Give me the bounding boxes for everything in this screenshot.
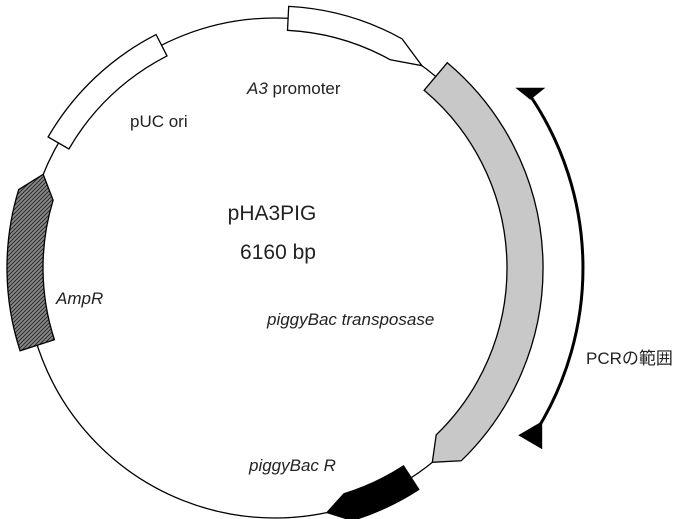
pcr-range-arc	[529, 94, 585, 432]
plasmid-name: pHA3PIG	[228, 202, 317, 225]
puc-ori-label: pUC ori	[130, 112, 188, 131]
piggybac-transposase-arrow	[423, 61, 544, 463]
a3-promoter-arrow	[286, 5, 424, 67]
plasmid-size: 6160 bp	[240, 241, 316, 264]
a3-promoter-label: A3 promoter	[246, 79, 341, 98]
piggybac-r-arrow	[325, 465, 420, 519]
puc-ori-box	[47, 33, 168, 150]
piggybac-r-label: piggyBac R	[248, 456, 336, 475]
piggybac-transposase-label: piggyBac transposase	[266, 310, 434, 329]
ampr-label: AmpR	[55, 289, 103, 308]
pcr-range-label: PCRの範囲	[586, 349, 673, 368]
ampr-arrow	[6, 173, 56, 352]
pcr-range-start-marker-icon	[515, 87, 546, 100]
pcr-range-end-marker-icon	[518, 421, 543, 450]
